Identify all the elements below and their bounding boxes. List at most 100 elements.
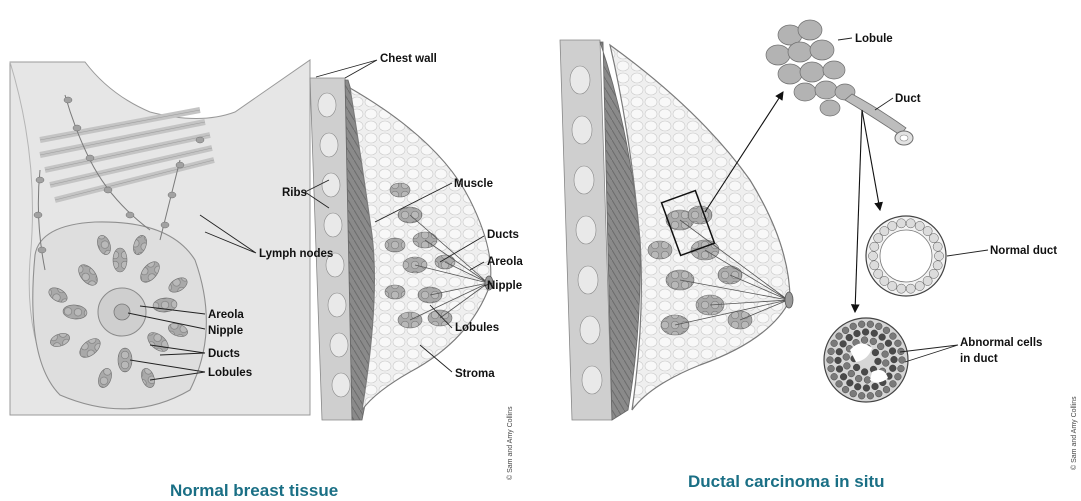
label-chest-wall: Chest wall (380, 53, 437, 65)
label-duct: Duct (895, 93, 921, 105)
abnormal-duct-cell (854, 383, 861, 390)
label-areola-front: Areola (208, 309, 244, 321)
abnormal-duct-cell (877, 343, 884, 350)
label-areola-side: Areola (487, 256, 523, 268)
abnormal-duct-cell (858, 321, 865, 328)
abnormal-duct-cell (861, 337, 868, 344)
label-muscle: Muscle (454, 178, 493, 190)
normal-duct-cell (929, 269, 938, 278)
credit-dcis: © Sam and Amy Collins (1070, 396, 1078, 470)
abnormal-duct-cell (890, 380, 897, 387)
caption-dcis: Ductal carcinoma in situ (688, 472, 885, 491)
dcis-side-view-illustration (560, 40, 793, 420)
abnormal-duct-cell (846, 379, 853, 386)
abnormal-duct-cell (842, 386, 849, 393)
abnormal-duct-cell (854, 330, 861, 337)
abnormal-duct-cell (850, 390, 857, 397)
normal-duct-cell (933, 261, 942, 270)
abnormal-duct-cell (889, 348, 896, 355)
label-abnormal-cells: Abnormal cells (960, 337, 1042, 349)
abnormal-duct-cell (853, 364, 860, 371)
normal-duct-cell (929, 234, 938, 243)
label-lobules-side: Lobules (455, 322, 499, 334)
abnormal-duct-cross-section (824, 318, 908, 402)
abnormal-duct-cell (836, 348, 843, 355)
normal-duct-cell (915, 281, 924, 290)
label-normal-duct: Normal duct (990, 245, 1057, 257)
credit-normal: © Sam and Amy Collins (506, 406, 514, 480)
label-lobule: Lobule (855, 33, 893, 45)
normal-duct-cell (897, 284, 906, 293)
normal-duct-cell (880, 276, 889, 285)
abnormal-duct-cell (835, 357, 842, 364)
normal-duct-cell (870, 261, 879, 270)
abnormal-duct-cell (882, 351, 889, 358)
abnormal-duct-cell (872, 349, 879, 356)
abnormal-duct-cell (882, 360, 889, 367)
abnormal-duct-cell (840, 373, 847, 380)
abnormal-duct-cell (861, 369, 868, 376)
normal-duct-cell (888, 221, 897, 230)
label-lobules-front: Lobules (208, 367, 252, 379)
label-nipple-side: Nipple (487, 280, 522, 292)
abnormal-duct-cell (863, 385, 870, 392)
abnormal-duct-cell (840, 340, 847, 347)
label-ducts-front: Ducts (208, 348, 240, 360)
abnormal-duct-cell (894, 340, 901, 347)
normal-duct-cell (870, 242, 879, 251)
abnormal-duct-cell (867, 392, 874, 399)
abnormal-duct-cell (875, 390, 882, 397)
abnormal-duct-cell (846, 334, 853, 341)
normal-duct-cell (880, 226, 889, 235)
normal-duct-cell (906, 284, 915, 293)
label-ducts-side: Ducts (487, 229, 519, 241)
label-lymph-nodes: Lymph nodes (259, 248, 333, 260)
label-nipple-front: Nipple (208, 325, 243, 337)
abnormal-duct-cell (883, 386, 890, 393)
abnormal-duct-cell (879, 334, 886, 341)
abnormal-duct-cell (872, 383, 879, 390)
dcis-panel: Lobule Duct Normal duct Abnormal cells i… (560, 20, 1078, 491)
abnormal-duct-cell (831, 373, 838, 380)
normal-duct-cell (888, 281, 897, 290)
abnormal-duct-cell (836, 333, 843, 340)
abnormal-duct-cell (862, 329, 869, 336)
abnormal-duct-cell (883, 327, 890, 334)
abnormal-duct-cell (894, 373, 901, 380)
label-stroma: Stroma (455, 368, 495, 380)
abnormal-duct-cell (890, 333, 897, 340)
abnormal-duct-cell (899, 357, 906, 364)
normal-duct-cell (923, 276, 932, 285)
abnormal-duct-cell (827, 357, 834, 364)
normal-duct-cell (897, 219, 906, 228)
abnormal-duct-cell (850, 323, 857, 330)
abnormal-duct-cell (858, 392, 865, 399)
normal-breast-panel: Chest wall Ribs Muscle Lymph nodes Ducts… (10, 53, 523, 500)
abnormal-duct-cell (855, 375, 862, 382)
normal-duct-cell (915, 221, 924, 230)
label-ribs: Ribs (282, 187, 307, 199)
abnormal-duct-cell (875, 323, 882, 330)
abnormal-duct-cell (867, 321, 874, 328)
abnormal-duct-cell (848, 370, 855, 377)
abnormal-duct-cell (843, 354, 850, 361)
abnormal-duct-cell (875, 358, 882, 365)
abnormal-duct-cell (885, 340, 892, 347)
normal-duct-cell (934, 251, 943, 260)
abnormal-duct-cell (871, 330, 878, 337)
abnormal-duct-cell (836, 366, 843, 373)
abnormal-duct-cell (889, 365, 896, 372)
normal-duct-cell (868, 251, 877, 260)
abnormal-duct-cell (898, 365, 905, 372)
abnormal-duct-cell (870, 338, 877, 345)
abnormal-duct-cell (842, 327, 849, 334)
abnormal-duct-cell (828, 365, 835, 372)
normal-duct-cell (874, 269, 883, 278)
label-in-duct: in duct (960, 353, 998, 365)
abnormal-duct-cell (864, 377, 871, 384)
abnormal-duct-cell (843, 362, 850, 369)
abnormal-duct-cell (828, 348, 835, 355)
abnormal-duct-cell (891, 356, 898, 363)
abnormal-duct-cell (831, 340, 838, 347)
front-view-illustration (10, 60, 310, 415)
